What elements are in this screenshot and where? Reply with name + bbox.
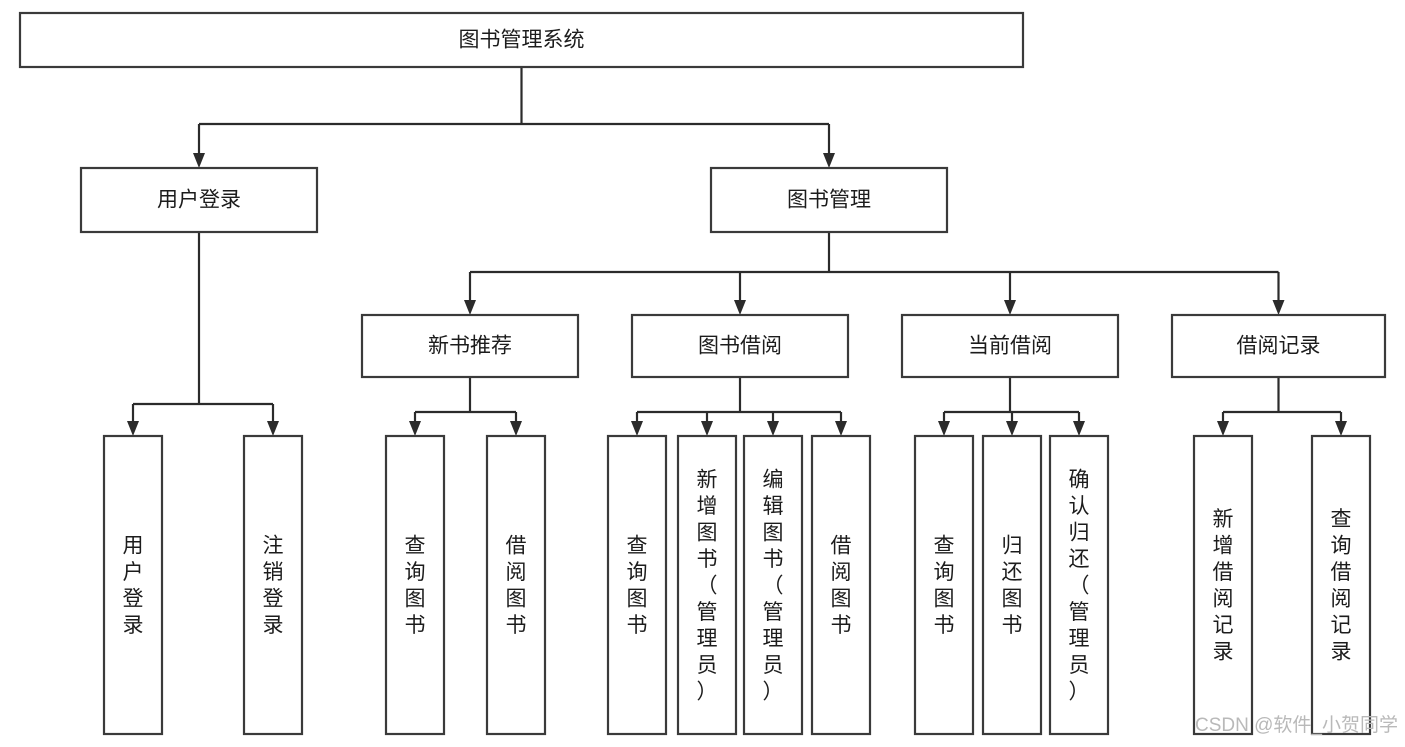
node-leaf-add-book-admin[interactable]: 新增图书（管理员） xyxy=(676,434,738,736)
csdn-watermark: CSDN @软件_小贺同学 xyxy=(1195,714,1398,736)
node-label-leaf-confirm-return-admin: 确认归还（管理员） xyxy=(1069,468,1090,703)
node-box-borrow-record xyxy=(1170,313,1387,379)
book-borrow-arrow-0 xyxy=(631,421,643,436)
node-leaf-add-borrow-record[interactable]: 新增借阅记录 xyxy=(1192,434,1254,736)
node-label-leaf-query-book-1: 查询图书 xyxy=(405,535,426,638)
node-box-user-login xyxy=(79,166,319,234)
node-box-leaf-confirm-return-admin xyxy=(1048,434,1110,736)
node-label-user-login: 用户登录 xyxy=(157,189,241,212)
node-label-leaf-add-book-admin: 新增图书（管理员） xyxy=(697,468,718,703)
node-new-book-recommend[interactable]: 新书推荐 xyxy=(360,313,580,379)
node-label-leaf-borrow-book-2: 借阅图书 xyxy=(831,535,852,638)
root-arrow-1 xyxy=(823,153,835,168)
node-label-leaf-query-book-2: 查询图书 xyxy=(627,535,648,638)
node-leaf-borrow-book-2[interactable]: 借阅图书 xyxy=(810,434,872,736)
node-box-leaf-add-book-admin xyxy=(676,434,738,736)
node-box-new-book-recommend xyxy=(360,313,580,379)
borrow-record-arrow-1 xyxy=(1335,421,1347,436)
node-box-leaf-query-borrow-record xyxy=(1310,434,1372,736)
user-login-arrow-0 xyxy=(127,421,139,436)
node-leaf-query-book-2[interactable]: 查询图书 xyxy=(606,434,668,736)
node-label-leaf-query-borrow-record: 查询借阅记录 xyxy=(1331,508,1352,664)
new-book-recommend-arrow-1 xyxy=(510,421,522,436)
node-box-leaf-user-logout xyxy=(242,434,304,736)
node-leaf-return-book[interactable]: 归还图书 xyxy=(981,434,1043,736)
book-borrow-arrow-3 xyxy=(835,421,847,436)
book-management-arrow-2 xyxy=(1004,300,1016,315)
node-label-root: 图书管理系统 xyxy=(459,29,585,52)
node-box-leaf-borrow-book-1 xyxy=(485,434,547,736)
new-book-recommend-arrow-0 xyxy=(409,421,421,436)
book-management-arrow-1 xyxy=(734,300,746,315)
book-management-arrow-3 xyxy=(1272,300,1285,315)
node-box-root xyxy=(18,11,1025,69)
node-current-borrow[interactable]: 当前借阅 xyxy=(900,313,1120,379)
node-label-leaf-return-book: 归还图书 xyxy=(1002,535,1023,638)
node-box-current-borrow xyxy=(900,313,1120,379)
connector-layer xyxy=(127,67,1347,436)
node-box-book-borrow xyxy=(630,313,850,379)
node-box-leaf-query-book-2 xyxy=(606,434,668,736)
node-leaf-edit-book-admin[interactable]: 编辑图书（管理员） xyxy=(742,434,804,736)
node-box-leaf-query-book-3 xyxy=(913,434,975,736)
node-label-leaf-borrow-book-1: 借阅图书 xyxy=(506,535,527,638)
node-label-book-borrow: 图书借阅 xyxy=(698,335,782,358)
node-label-leaf-user-login: 用户登录 xyxy=(123,535,144,638)
node-borrow-record[interactable]: 借阅记录 xyxy=(1170,313,1387,379)
node-label-new-book-recommend: 新书推荐 xyxy=(428,335,512,358)
node-label-leaf-edit-book-admin: 编辑图书（管理员） xyxy=(763,468,784,703)
node-box-leaf-add-borrow-record xyxy=(1192,434,1254,736)
node-box-book-management xyxy=(709,166,949,234)
book-borrow-arrow-1 xyxy=(701,421,713,436)
node-label-leaf-add-borrow-record: 新增借阅记录 xyxy=(1213,508,1234,664)
node-leaf-query-book-3[interactable]: 查询图书 xyxy=(913,434,975,736)
node-leaf-borrow-book-1[interactable]: 借阅图书 xyxy=(485,434,547,736)
current-borrow-arrow-1 xyxy=(1006,421,1018,436)
node-leaf-user-login[interactable]: 用户登录 xyxy=(102,434,164,736)
node-label-leaf-user-logout: 注销登录 xyxy=(263,535,284,638)
current-borrow-arrow-0 xyxy=(938,421,950,436)
node-leaf-query-borrow-record[interactable]: 查询借阅记录 xyxy=(1310,434,1372,736)
node-layer: 图书管理系统用户登录图书管理用户登录注销登录新书推荐图书借阅当前借阅借阅记录查询… xyxy=(18,11,1387,736)
node-box-leaf-borrow-book-2 xyxy=(810,434,872,736)
node-label-leaf-query-book-3: 查询图书 xyxy=(934,535,955,638)
current-borrow-arrow-2 xyxy=(1073,421,1085,436)
node-label-book-management: 图书管理 xyxy=(787,189,871,212)
node-user-login[interactable]: 用户登录 xyxy=(79,166,319,234)
node-leaf-confirm-return-admin[interactable]: 确认归还（管理员） xyxy=(1048,434,1110,736)
node-root[interactable]: 图书管理系统 xyxy=(18,11,1025,69)
book-borrow-arrow-2 xyxy=(767,421,779,436)
node-box-leaf-query-book-1 xyxy=(384,434,446,736)
root-arrow-0 xyxy=(193,153,205,168)
user-login-arrow-1 xyxy=(267,421,279,436)
node-leaf-query-book-1[interactable]: 查询图书 xyxy=(384,434,446,736)
book-management-arrow-0 xyxy=(464,300,476,315)
node-box-leaf-edit-book-admin xyxy=(742,434,804,736)
node-book-borrow[interactable]: 图书借阅 xyxy=(630,313,850,379)
node-leaf-user-logout[interactable]: 注销登录 xyxy=(242,434,304,736)
borrow-record-arrow-0 xyxy=(1217,421,1229,436)
node-label-current-borrow: 当前借阅 xyxy=(968,335,1052,358)
node-label-borrow-record: 借阅记录 xyxy=(1237,335,1321,358)
node-box-leaf-user-login xyxy=(102,434,164,736)
node-book-management[interactable]: 图书管理 xyxy=(709,166,949,234)
node-box-leaf-return-book xyxy=(981,434,1043,736)
